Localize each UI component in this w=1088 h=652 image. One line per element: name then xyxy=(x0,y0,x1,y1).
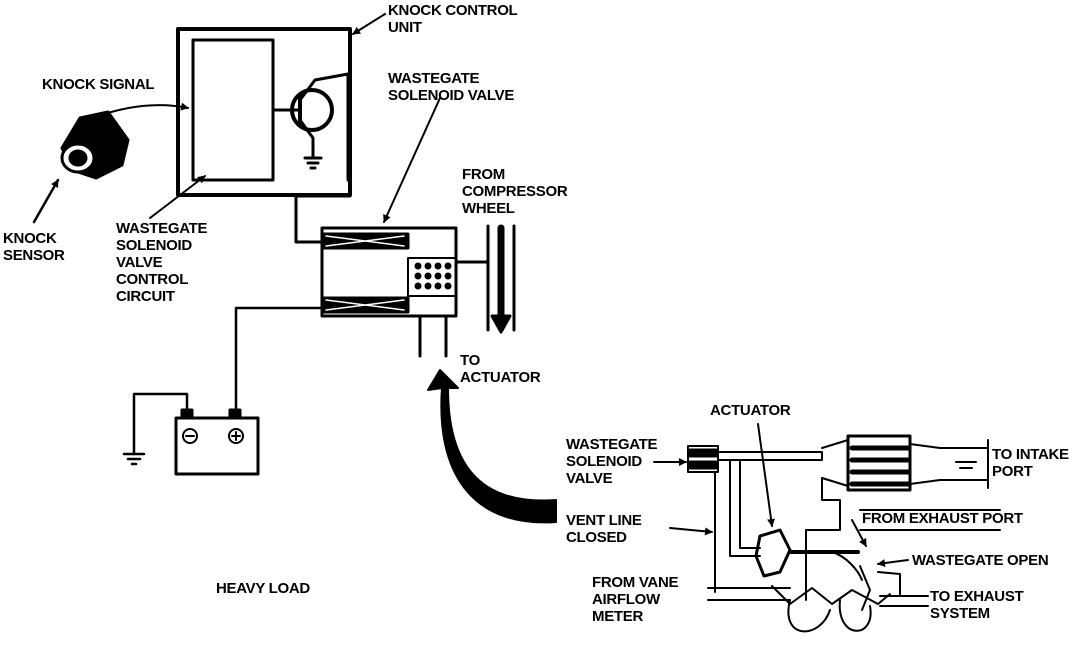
wastegate-solenoid-valve-label: WASTEGATE SOLENOID VALVE xyxy=(388,70,515,104)
knock-control-unit-label: KNOCK CONTROL UNIT xyxy=(388,2,518,36)
knock-signal-label: KNOCK SIGNAL xyxy=(42,76,155,93)
wastegate-solenoid-valve-bottom-label: WASTEGATE SOLENOID VALVE xyxy=(566,436,658,487)
wastegate-solenoid-valve xyxy=(320,226,458,318)
knock-sensor-icon xyxy=(60,110,130,180)
control-circuit-label: WASTEGATE SOLENOID VALVE CONTROL CIRCUIT xyxy=(116,220,208,305)
turbo-system-detail xyxy=(653,423,1001,633)
to-intake-port-label: TO INTAKE PORT xyxy=(992,446,1069,480)
vent-line-closed-label: VENT LINE CLOSED xyxy=(566,512,642,546)
heavy-load-label: HEAVY LOAD xyxy=(216,580,310,597)
battery-icon xyxy=(174,408,260,476)
to-actuator-label: TO ACTUATOR xyxy=(460,352,541,386)
control-module-block xyxy=(191,38,275,182)
from-vane-airflow-meter-label: FROM VANE AIRFLOW METER xyxy=(592,574,679,625)
transition-arrow xyxy=(427,369,557,524)
wastegate-open-label: WASTEGATE OPEN xyxy=(912,552,1049,569)
actuator-label: ACTUATOR xyxy=(710,402,791,419)
knock-control-unit-box xyxy=(176,27,352,197)
from-compressor-wheel-label: FROM COMPRESSOR WHEEL xyxy=(462,166,568,217)
from-exhaust-port-label: FROM EXHAUST PORT xyxy=(862,510,1023,527)
knock-sensor-label: KNOCK SENSOR xyxy=(3,230,65,264)
to-exhaust-system-label: TO EXHAUST SYSTEM xyxy=(930,588,1024,622)
